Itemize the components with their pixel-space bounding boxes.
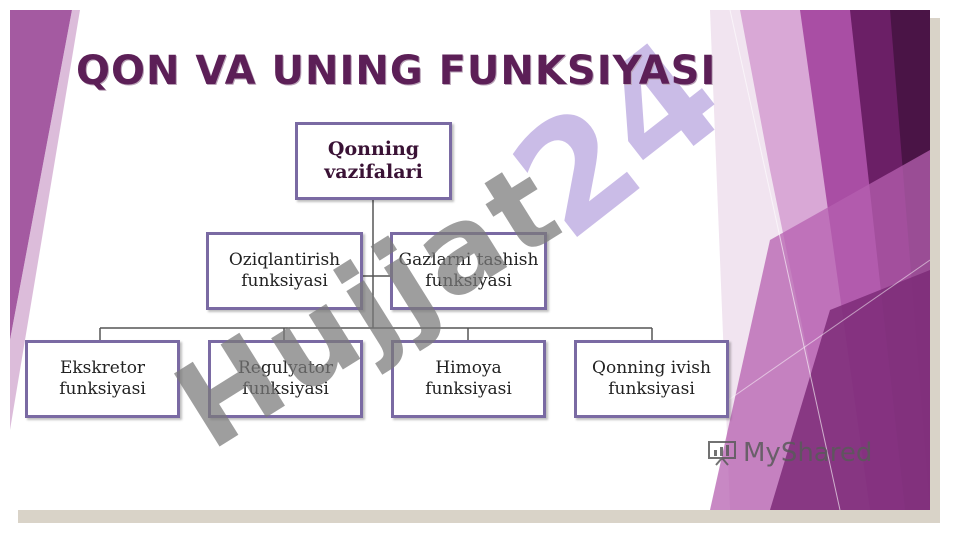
right-panel-line (729, 10, 841, 510)
diagram-connectors (99, 200, 653, 340)
level2-box-ekskretor: Ekskretor funksiyasi (25, 340, 180, 418)
level1-box-label: Oziqlantirish funksiyasi (228, 250, 341, 291)
level2-box-label: Ekskretor funksiyasi (59, 358, 146, 399)
level1-box-label: Gazlarni tashish funksiyasi (398, 250, 539, 291)
level2-box-label: Himoya funksiyasi (425, 358, 512, 399)
slide: 24 QON VA UNING FUNKSIYASI Qonning vazif… (10, 10, 930, 510)
level1-box-oziqlantirish: Oziqlantirish funksiyasi (206, 232, 363, 310)
level1-box-gazlarni-tashish: Gazlarni tashish funksiyasi (390, 232, 547, 310)
root-box: Qonning vazifalari (295, 122, 452, 200)
left-accent-stripe-light (10, 10, 80, 430)
root-box-label: Qonning vazifalari (324, 138, 423, 183)
level2-box-himoya: Himoya funksiyasi (391, 340, 546, 418)
level2-box-label: Qonning ivish funksiyasi (592, 358, 711, 399)
logo-text: MyShared (743, 438, 873, 468)
level2-box-qonning-ivish: Qonning ivish funksiyasi (574, 340, 729, 418)
right-panel-line-2 (569, 259, 930, 510)
presentation-board-icon (708, 441, 736, 466)
slide-background-decoration (10, 10, 930, 510)
level2-box-regulyator: Regulyator funksiyasi (208, 340, 363, 418)
level2-box-label: Regulyator funksiyasi (237, 358, 334, 399)
myshared-logo: MyShared (707, 438, 872, 468)
slide-title: QON VA UNING FUNKSIYASI (76, 48, 717, 94)
right-bottom-triangle-dark (770, 270, 930, 510)
